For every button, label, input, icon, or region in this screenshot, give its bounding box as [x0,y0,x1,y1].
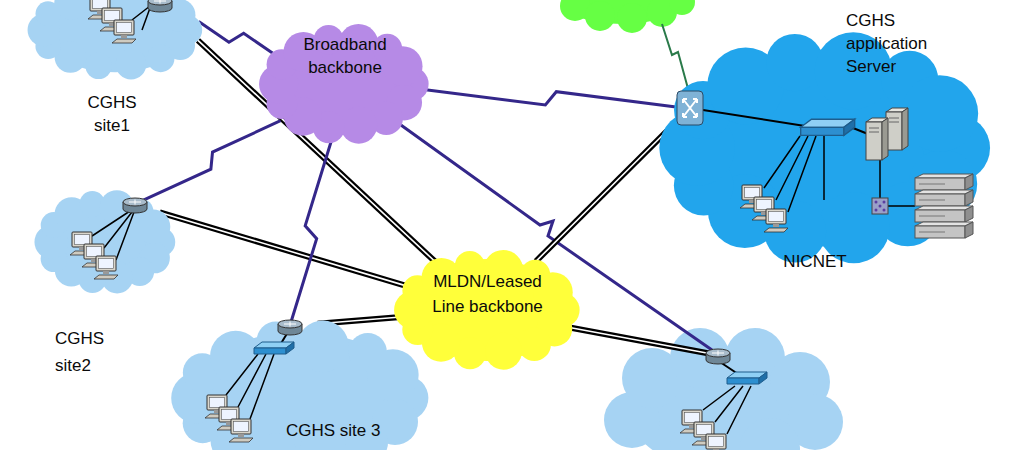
backbone-cloud: MLDN/Leased Line backbone [395,252,580,372]
cloud-label: MLDN/Leased Line backbone [430,270,545,319]
cloud-bump [136,209,170,243]
core-router [677,91,703,125]
link-line [426,90,676,107]
site-equipment [88,0,172,43]
site-equipment [680,349,767,450]
cloud-bump [54,0,87,20]
cloud-bump [257,322,295,360]
link-line [143,121,281,201]
link-core [160,212,406,285]
broadband-link [426,90,676,107]
cloud-bump [147,45,175,73]
site-cloud: CGHS site2 [30,180,190,383]
cloud-label: Broadband backbone [289,34,401,80]
site-equipment [70,198,147,279]
uplink-line [662,24,690,96]
leased-link [536,131,667,261]
link-core [536,131,667,261]
cloud-bump [485,333,522,370]
cloud-bump [340,107,377,144]
datacenter-cloud: CGHS application ServerNICNET [660,8,995,283]
cloud-shape [660,8,995,283]
site-cloud [604,328,843,450]
cloud-bump [162,0,195,32]
cloud-bump [297,320,349,372]
link-line [160,212,406,285]
cloud-bump [85,53,111,79]
internet-cloud [560,0,695,33]
cloud-bump [766,34,823,91]
cloud-bump [901,75,978,152]
cloud-sublabel: NICNET [775,251,855,274]
cloud-label: CGHS site2 [55,325,117,379]
broadband-link [143,121,281,201]
cloud-label: CGHS site1 [77,92,147,138]
cloud-bump [383,46,423,86]
datacenter-equipment [677,91,973,238]
broadband-link [291,141,332,323]
site-cloud: CGHS site 3 [170,298,435,450]
link-line [291,141,332,323]
cloud-bump [367,349,419,401]
cloud-label: CGHS application Server [846,10,946,79]
cloud-bump [210,331,261,382]
site-equipment [205,320,302,442]
cloud-label: CGHS site 3 [286,420,406,443]
firewall [872,198,888,214]
cloud-bump [114,0,147,13]
site-cloud: CGHS site1 [20,0,220,150]
cloud-bump [518,328,551,361]
backbone-cloud: Broadband backbone [262,22,427,147]
cloud-bump [116,49,147,80]
cloud-bump [86,0,111,6]
link-line [536,131,667,261]
cloud-shape [30,180,190,383]
leased-link [160,212,406,285]
